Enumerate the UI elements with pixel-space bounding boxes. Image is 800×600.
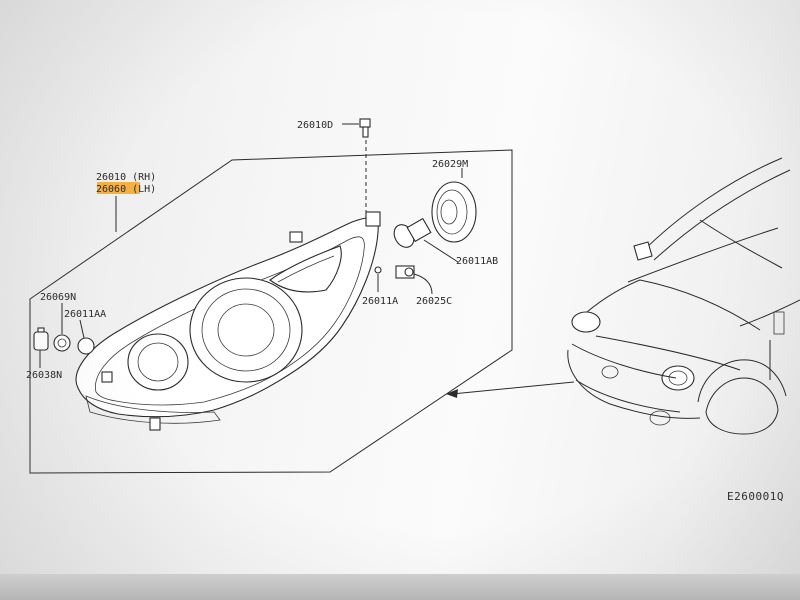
headlamp-assembly[interactable] — [75, 211, 381, 431]
car-illustration — [567, 157, 800, 435]
label-26029m: 26029M — [432, 159, 468, 170]
grommet-26069n[interactable] — [53, 303, 71, 352]
secondary-lens — [127, 333, 189, 391]
label-26010d: 26010D — [297, 120, 333, 131]
label-26069n: 26069N — [40, 292, 76, 303]
label-26011aa: 26011AA — [64, 309, 106, 320]
location-arrow — [446, 381, 575, 398]
bulb-26011ab[interactable] — [390, 217, 459, 263]
label-26011ab: 26011AB — [456, 256, 498, 267]
socket-26038n[interactable] — [33, 327, 49, 368]
label-26011a: 26011A — [362, 296, 398, 307]
monitor-bezel — [0, 574, 800, 600]
cap-26029m[interactable] — [431, 168, 477, 243]
main-lens — [189, 277, 303, 383]
lh-highlight — [97, 182, 140, 194]
socket-26025c[interactable] — [395, 265, 433, 295]
bolt-26010d[interactable] — [342, 118, 371, 212]
label-assembly-rh: 26010 (RH) — [96, 172, 156, 183]
figure-code: E260001Q — [727, 490, 784, 503]
label-26025c: 26025C — [416, 296, 452, 307]
bulb-26011aa[interactable] — [77, 319, 95, 355]
label-assembly-lh: 26060 (LH) — [96, 184, 156, 195]
bulb-26011a[interactable] — [374, 266, 382, 292]
label-26038n: 26038N — [26, 370, 62, 381]
exploded-view-frame — [29, 149, 513, 474]
